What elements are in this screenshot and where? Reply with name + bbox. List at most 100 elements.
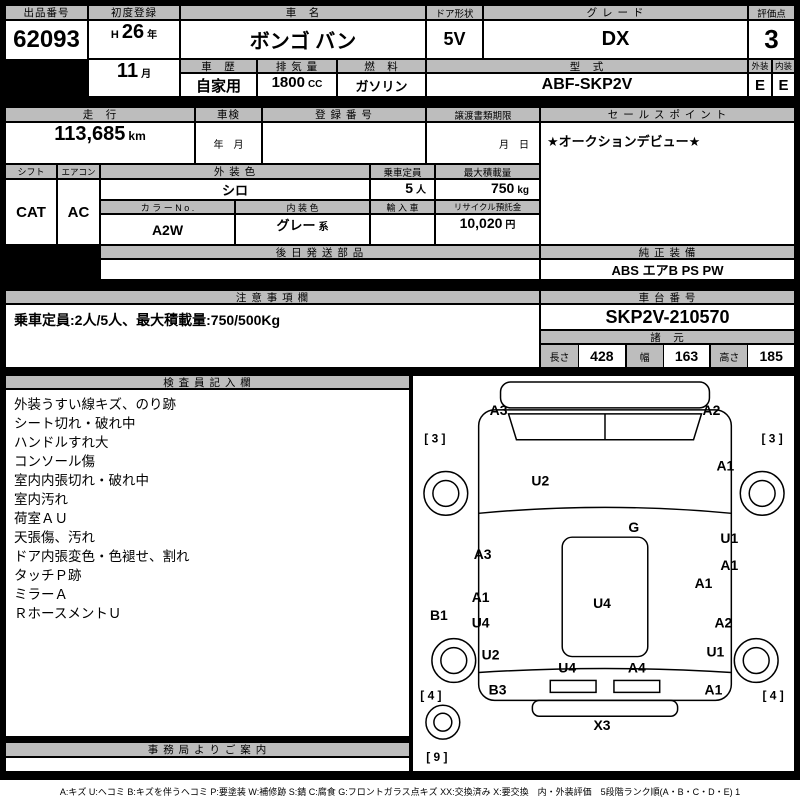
displacement-label: 排 気 量 bbox=[257, 59, 337, 73]
registration-no-label: 登 録 番 号 bbox=[262, 107, 426, 122]
grade-label: グ レ ー ド bbox=[483, 5, 748, 20]
damage-code-label: A2 bbox=[703, 402, 721, 418]
color-no: A2W bbox=[100, 214, 235, 245]
inspector-note: 室内汚れ bbox=[14, 492, 68, 507]
max-load-label: 最大積載量 bbox=[435, 164, 540, 179]
damage-code-label: B1 bbox=[430, 607, 448, 623]
interior-color: グレー 系 bbox=[235, 214, 370, 245]
capacity-number: 5 bbox=[405, 180, 413, 196]
exterior-grade: E bbox=[748, 73, 772, 97]
inspector-notes-list: 外装うすい線キズ、のり跡シート切れ・破れ中ハンドルすれ大コンソール傷室内内張切れ… bbox=[5, 389, 410, 737]
inspector-note: タッチＰ跡 bbox=[14, 568, 82, 583]
caution-value: 乗車定員:2人/5人、最大積載量:750/500Kg bbox=[5, 304, 540, 368]
fuel: ガソリン bbox=[337, 73, 426, 97]
interior-grade: E bbox=[772, 73, 795, 97]
mileage-value: 113,685 km bbox=[5, 122, 195, 164]
inspector-note: 外装うすい線キズ、のり跡 bbox=[14, 397, 176, 412]
specs-label: 諸 元 bbox=[540, 330, 795, 344]
damage-code-label: [ 4 ] bbox=[763, 688, 784, 702]
interior-color-value: グレー bbox=[276, 218, 316, 233]
spec-width-label: 幅 bbox=[625, 345, 664, 367]
later-parts-value bbox=[100, 259, 540, 280]
wheel-circles bbox=[423, 470, 785, 740]
year-unit: 年 bbox=[147, 30, 158, 41]
interior-color-unit: 系 bbox=[318, 222, 329, 233]
legend-text: A:キズ U:ヘコミ B:キズを伴うヘコミ P:要塗装 W:補修跡 S:錆 C:… bbox=[0, 782, 800, 800]
damage-code-label: A3 bbox=[474, 546, 492, 562]
car-history-label: 車 歴 bbox=[180, 59, 257, 73]
later-parts-label: 後 日 発 送 部 品 bbox=[100, 245, 540, 259]
transfer-deadline-label: 譲渡書類期限 bbox=[426, 107, 540, 122]
sales-point-value: ★オークションデビュー★ bbox=[540, 122, 795, 245]
exterior-color: シロ bbox=[100, 179, 370, 200]
displacement: 1800 CC bbox=[257, 73, 337, 97]
max-load-value: 750 kg bbox=[435, 179, 540, 200]
spec-width-value: 163 bbox=[664, 345, 711, 367]
damage-code-label: A1 bbox=[705, 681, 723, 697]
damage-code-label: A4 bbox=[628, 659, 646, 675]
score: 3 bbox=[748, 20, 795, 59]
capacity-value: 5 人 bbox=[370, 179, 435, 200]
month-unit: 月 bbox=[141, 69, 152, 80]
interior-color-label: 内 装 色 bbox=[235, 200, 370, 214]
exterior-color-label: 外 装 色 bbox=[100, 164, 370, 179]
office-notice-label: 事 務 局 よ り ご 案 内 bbox=[5, 742, 410, 757]
damage-code-label: [ 4 ] bbox=[420, 688, 441, 702]
door-shape: 5V bbox=[426, 20, 483, 59]
mileage-label: 走 行 bbox=[5, 107, 195, 122]
inspector-notes-label: 検 査 員 記 入 欄 bbox=[5, 375, 410, 389]
first-registration-month: 11 月 bbox=[88, 59, 180, 97]
model-code-label: 型 式 bbox=[426, 59, 748, 73]
inspector-note: 室内内張切れ・破れ中 bbox=[14, 473, 149, 488]
auction-no: 62093 bbox=[5, 20, 88, 60]
first-registration-year: H 26 年 bbox=[88, 20, 180, 59]
damage-code-label: A3 bbox=[490, 402, 508, 418]
damage-code-label: A1 bbox=[472, 589, 490, 605]
auction-no-label: 出品番号 bbox=[5, 5, 88, 20]
damage-code-label: [ 3 ] bbox=[424, 432, 445, 446]
capacity-label: 乗車定員 bbox=[370, 164, 435, 179]
import-label: 輸 入 車 bbox=[370, 200, 435, 214]
car-outline bbox=[423, 381, 785, 740]
damage-code-label: A1 bbox=[695, 575, 713, 591]
recycle-deposit-label: リサイクル預託金 bbox=[435, 200, 540, 214]
inspector-note: ＲホースメントＵ bbox=[14, 606, 122, 621]
max-load-unit: kg bbox=[517, 185, 529, 196]
specs-row: 長さ 428 幅 163 高さ 185 bbox=[540, 344, 795, 368]
recycle-deposit: 10,020 円 bbox=[435, 214, 540, 245]
damage-code-label: U1 bbox=[720, 530, 738, 546]
inspector-note: ミラーＡ bbox=[14, 587, 68, 602]
inspector-note: ドア内張変色・色褪せ、割れ bbox=[14, 549, 190, 564]
damage-code-label: U4 bbox=[593, 595, 611, 611]
shift-value: CAT bbox=[5, 179, 57, 245]
spec-height-label: 高さ bbox=[710, 345, 749, 367]
model-code: ABF-SKP2V bbox=[426, 73, 748, 97]
damage-code-label: A2 bbox=[714, 615, 732, 631]
inspector-note: 天張傷、汚れ bbox=[14, 530, 95, 545]
chassis-no-label: 車 台 番 号 bbox=[540, 290, 795, 304]
first-registration-label: 初度登録 bbox=[88, 5, 180, 20]
inspector-note: コンソール傷 bbox=[14, 454, 95, 469]
chassis-no: SKP2V-210570 bbox=[540, 304, 795, 330]
aircon-value: AC bbox=[57, 179, 100, 245]
shift-label: シフト bbox=[5, 164, 57, 179]
score-label: 評価点 bbox=[748, 5, 795, 20]
damage-code-label: A1 bbox=[716, 458, 734, 474]
mileage-number: 113,685 bbox=[54, 123, 126, 145]
damage-code-label: [ 9 ] bbox=[426, 750, 447, 764]
inspector-note: シート切れ・破れ中 bbox=[14, 416, 136, 431]
fuel-label: 燃 料 bbox=[337, 59, 426, 73]
genuine-equipment-label: 純 正 装 備 bbox=[540, 245, 795, 259]
inspection-label: 車検 bbox=[195, 107, 262, 122]
spec-length-value: 428 bbox=[579, 345, 626, 367]
door-shape-label: ドア形状 bbox=[426, 5, 483, 20]
first-reg-year-value: 26 bbox=[121, 21, 145, 43]
genuine-equipment: ABS エアB PS PW bbox=[540, 259, 795, 280]
caution-label: 注 意 事 項 欄 bbox=[5, 290, 540, 304]
recycle-unit: 円 bbox=[505, 220, 516, 231]
import-value bbox=[370, 214, 435, 245]
